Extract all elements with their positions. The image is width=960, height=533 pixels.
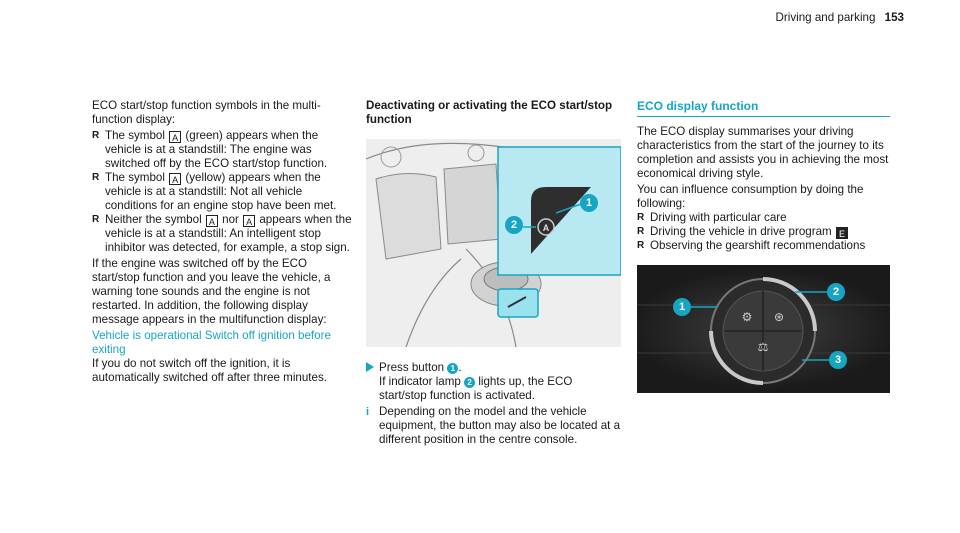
page-number: 153	[884, 11, 904, 24]
step-instruction: Press button 1. If indicator lamp 2 ligh…	[366, 361, 621, 403]
callout-2: 2	[827, 283, 845, 301]
centre-console-illustration: A 1 2	[366, 139, 621, 347]
eco-symbol-icon: A	[205, 215, 218, 227]
eco-symbol-yellow-icon: A	[169, 173, 182, 185]
column-eco-toggle: Deactivating or activating the ECO start…	[366, 99, 621, 447]
display-message: Vehicle is operational Switch off igniti…	[92, 329, 331, 356]
warning-paragraph: If the engine was switched off by the EC…	[92, 257, 331, 326]
svg-text:⚖: ⚖	[758, 340, 769, 354]
note: i Depending on the model and the vehicle…	[366, 405, 621, 446]
consumption-intro: You can influence consumption by doing t…	[637, 183, 864, 210]
eco-display-illustration: ⚙ ⊛ ⚖ 1 2 3	[637, 265, 890, 393]
eco-display-drawing: ⚙ ⊛ ⚖	[637, 265, 890, 393]
svg-text:A: A	[543, 223, 550, 233]
callout-1: 1	[673, 298, 691, 316]
svg-text:⚙: ⚙	[742, 310, 753, 324]
callout-1: 1	[580, 194, 598, 212]
list-item: R The symbol A (yellow) appears when the…	[92, 171, 337, 212]
eco-symbol-yellow-icon: A	[243, 215, 256, 227]
callout-1-inline: 1	[447, 363, 459, 374]
centre-console-drawing: A	[366, 139, 621, 347]
eco-symbol-icon: A	[169, 131, 182, 143]
symbol-list: R The symbol A (green) appears when the …	[92, 129, 354, 255]
drive-program-e-icon: E	[835, 227, 848, 239]
svg-text:⊛: ⊛	[774, 310, 784, 324]
column-eco-display: ECO display function The ECO display sum…	[637, 99, 890, 393]
info-icon: i	[366, 406, 370, 418]
callout-3: 3	[829, 351, 847, 369]
list-item: R The symbol A (green) appears when the …	[92, 129, 328, 170]
auto-switch-off-text: If you do not switch off the ignition, i…	[92, 357, 327, 384]
step-arrow-icon	[366, 362, 374, 372]
section-heading: Deactivating or activating the ECO start…	[366, 99, 613, 126]
intro-text: ECO start/stop function symbols in the m…	[92, 99, 321, 126]
eco-display-description: The ECO display summarises your driving …	[637, 125, 889, 180]
callout-2-inline: 2	[464, 377, 476, 388]
header-section: Driving and parking	[775, 11, 876, 24]
section-title: ECO display function	[637, 99, 890, 117]
page-header: Driving and parking 153	[776, 11, 904, 25]
column-eco-symbols: ECO start/stop function symbols in the m…	[92, 99, 354, 385]
callout-2: 2	[505, 216, 523, 234]
list-item: R Neither the symbol A nor A appears whe…	[92, 213, 352, 254]
